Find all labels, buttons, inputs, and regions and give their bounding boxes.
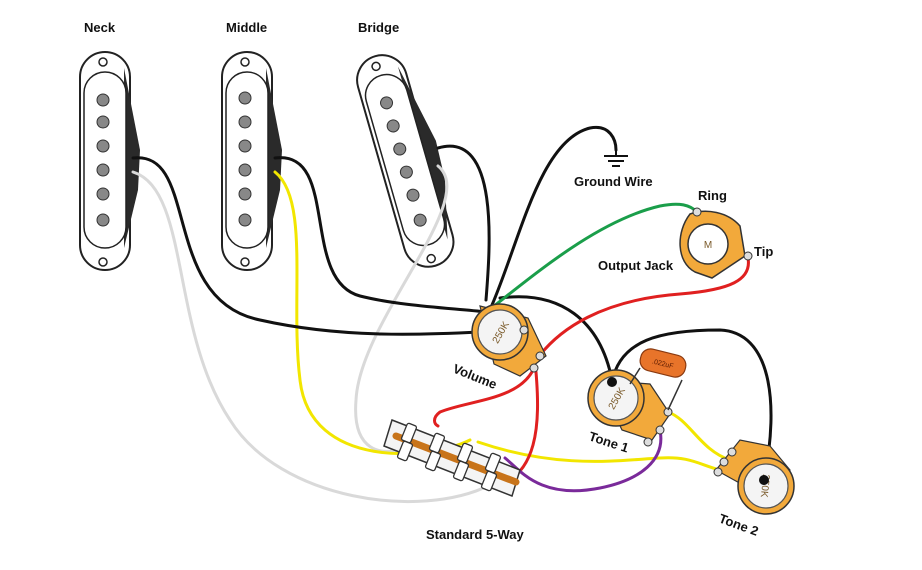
volume-red-wire [433, 366, 536, 428]
jack-socket [687, 223, 729, 265]
volume-lug-2 [529, 363, 539, 373]
output-jack: M [679, 207, 753, 279]
volume-pot: 250K [471, 303, 547, 377]
middle-black-wire [273, 156, 488, 314]
tone1-lug-2 [655, 425, 665, 435]
switch-lugs [396, 422, 502, 492]
ring-label: Ring [698, 188, 727, 203]
neck-black-wire [131, 156, 482, 336]
neck-label: Neck [84, 20, 116, 35]
bridge-black-wire [436, 144, 491, 302]
tone2-lug-1 [727, 447, 737, 457]
bridge-label: Bridge [358, 20, 399, 35]
ring-green-wire [492, 202, 699, 308]
tone2-lug-3 [713, 467, 723, 477]
tip-lug [743, 251, 753, 261]
bridge-pickup-pole-pieces [380, 96, 427, 227]
ring-lug [692, 207, 702, 217]
tone-ground-black-wire [610, 328, 773, 482]
volume-lug-3 [519, 325, 529, 335]
middle-label: Middle [226, 20, 267, 35]
ground-symbol [604, 150, 628, 167]
tone2-solder-point [759, 475, 769, 485]
volume-to-tone1-black-wire [498, 295, 614, 382]
switch-label: Standard 5-Way [426, 527, 525, 542]
bridge-white-wire [354, 164, 449, 453]
tone2-pot: 250K [713, 439, 795, 515]
tone2-lug-2 [719, 457, 729, 467]
middle-pickup-pole-pieces [238, 91, 252, 227]
output-jack-label: Output Jack [598, 258, 674, 273]
five-way-switch [383, 419, 521, 497]
tip-red-wire [538, 256, 750, 357]
tone-yellow-wire-a [476, 440, 722, 472]
tone1-lug-3 [643, 437, 653, 447]
tone-yellow-wire-b [666, 410, 732, 462]
tone1-solder-point [607, 377, 617, 387]
ground-black-wire [490, 125, 618, 307]
bridge-pickup [356, 54, 455, 268]
middle-pickup [221, 51, 282, 271]
tip-label: Tip [754, 244, 773, 259]
volume-lug-1 [535, 351, 545, 361]
capacitor: .022uF [629, 348, 687, 411]
tone1-lug-1 [663, 407, 673, 417]
tone2-label: Tone 2 [717, 511, 761, 539]
jack-letter: M [704, 240, 712, 251]
neck-white-wire [131, 170, 492, 503]
tone1-label: Tone 1 [587, 429, 631, 456]
volume-label: Volume [451, 361, 499, 392]
neck-pickup-pole-pieces [96, 93, 110, 227]
tone1-purple-wire [503, 428, 663, 493]
neck-pickup [79, 51, 140, 271]
ground-wire-label: Ground Wire [574, 174, 653, 189]
